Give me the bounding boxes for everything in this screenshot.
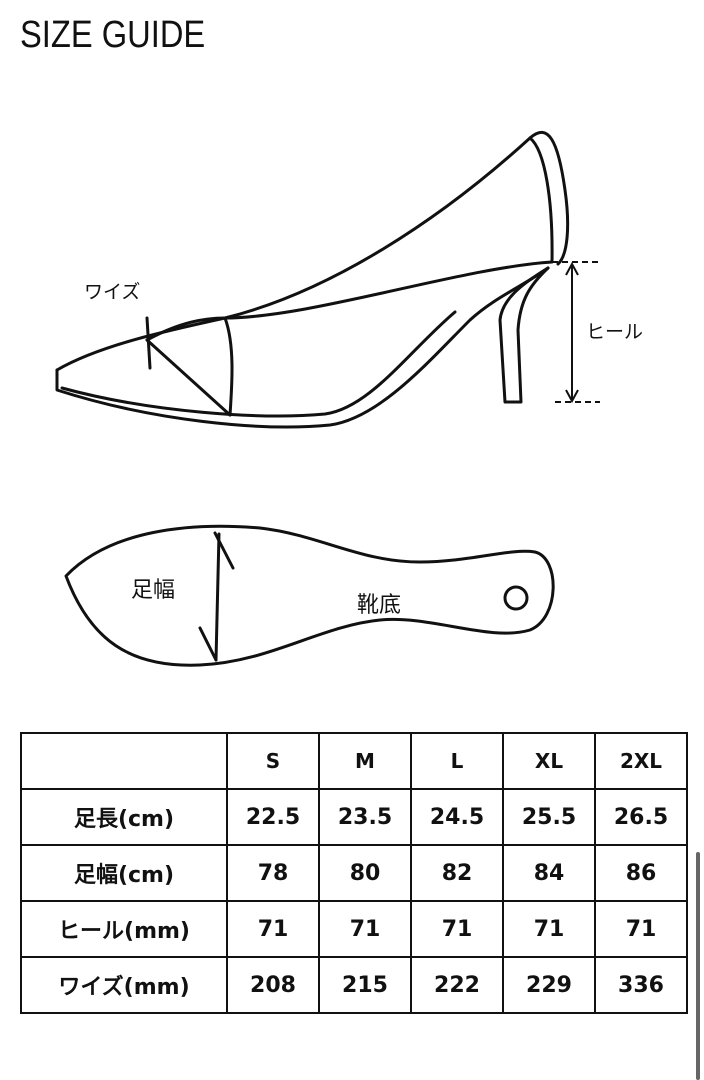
row-label: ワイズ(mm) (20, 956, 228, 1014)
table-header-row: S M L XL 2XL (20, 732, 688, 790)
table-cell: 82 (410, 844, 504, 902)
table-cell: 80 (318, 844, 412, 902)
table-cell: 336 (594, 956, 688, 1014)
table-cell: 86 (594, 844, 688, 902)
sole-label: 靴底 (357, 593, 401, 618)
scrollbar[interactable] (696, 852, 700, 1080)
table-cell: 208 (226, 956, 320, 1014)
header-cell: S (226, 732, 320, 790)
table-cell: 22.5 (226, 788, 320, 846)
table-cell: 78 (226, 844, 320, 902)
table-row: 足長(cm) 22.5 23.5 24.5 25.5 26.5 (20, 788, 688, 846)
insole-illustration (64, 524, 555, 667)
table-cell: 25.5 (502, 788, 596, 846)
table-row: ヒール(mm) 71 71 71 71 71 (20, 900, 688, 958)
table-row: ワイズ(mm) 208 215 222 229 336 (20, 956, 688, 1014)
table-cell: 26.5 (594, 788, 688, 846)
pump-shoe-illustration (55, 130, 570, 429)
header-cell: M (318, 732, 412, 790)
page-title: SIZE GUIDE (20, 14, 206, 56)
table-cell: 229 (502, 956, 596, 1014)
width-label: ワイズ (84, 281, 140, 303)
heel-dimension (552, 261, 600, 404)
table-cell: 71 (410, 900, 504, 958)
row-label: ヒール(mm) (20, 900, 228, 958)
table-cell: 23.5 (318, 788, 412, 846)
header-cell: XL (502, 732, 596, 790)
table-cell: 71 (226, 900, 320, 958)
table-row: 足幅(cm) 78 80 82 84 86 (20, 844, 688, 902)
header-cell: 2XL (594, 732, 688, 790)
table-cell: 222 (410, 956, 504, 1014)
table-cell: 215 (318, 956, 412, 1014)
size-table: S M L XL 2XL 足長(cm) 22.5 23.5 24.5 25.5 … (20, 732, 688, 1014)
table-cell: 71 (502, 900, 596, 958)
row-label: 足幅(cm) (20, 844, 228, 902)
table-cell: 84 (502, 844, 596, 902)
header-cell (20, 732, 228, 790)
table-cell: 71 (594, 900, 688, 958)
shoe-diagram: ワイズ ヒール 足幅 靴底 (55, 130, 643, 667)
header-cell: L (410, 732, 504, 790)
row-label: 足長(cm) (20, 788, 228, 846)
heel-label: ヒール (586, 321, 643, 343)
table-cell: 24.5 (410, 788, 504, 846)
foot-width-label: 足幅 (131, 578, 175, 603)
table-cell: 71 (318, 900, 412, 958)
foot-width-arrow (198, 531, 235, 662)
